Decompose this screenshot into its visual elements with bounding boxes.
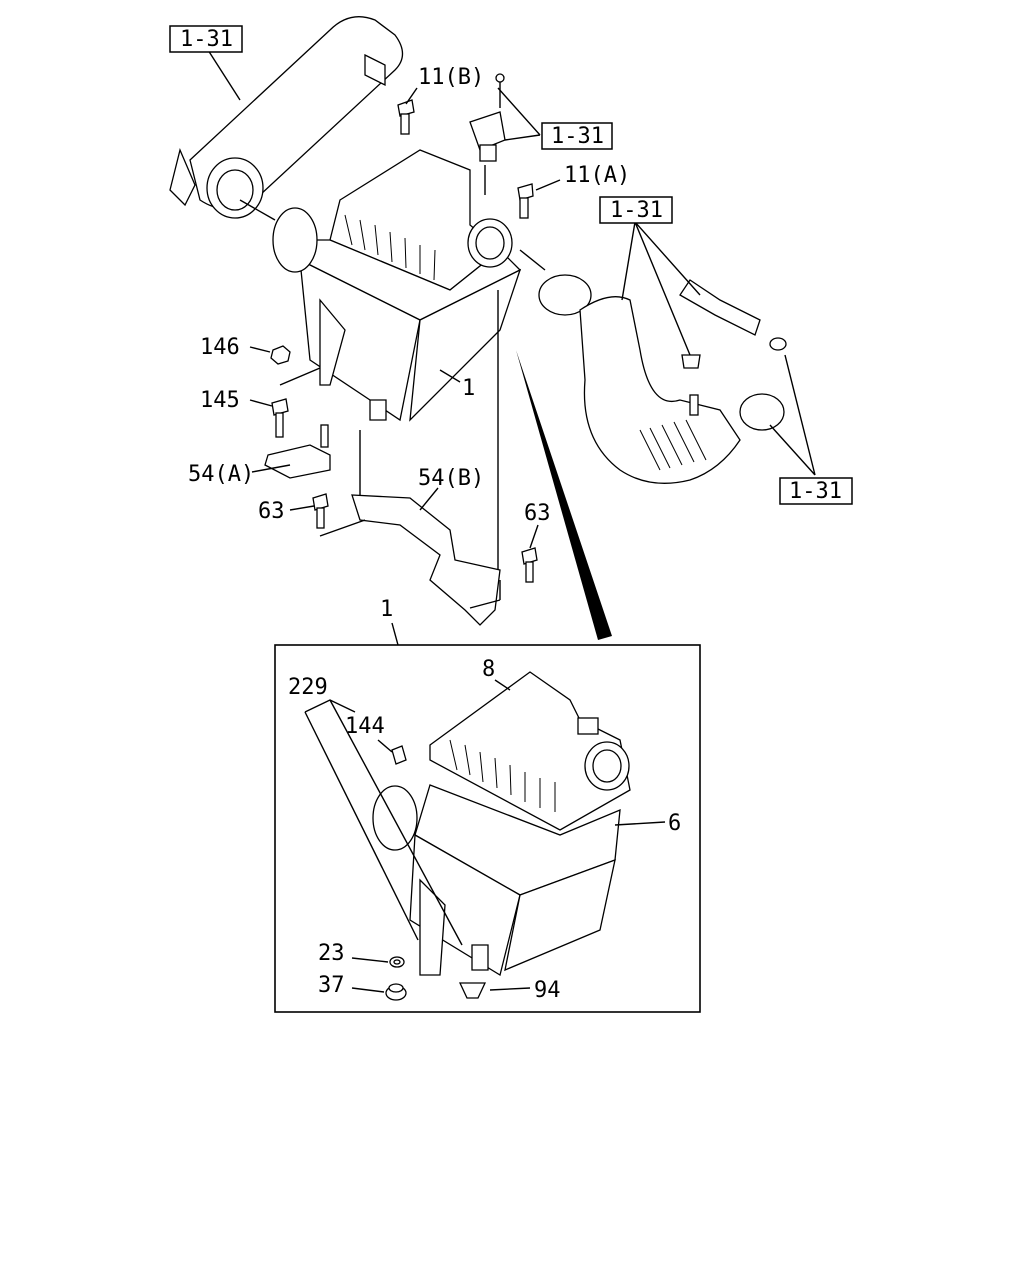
nut-146 <box>270 345 291 365</box>
hose-assembly <box>538 274 787 484</box>
leader-lines-upper <box>207 49 816 609</box>
bolt-63a <box>312 493 329 529</box>
ref-box-b <box>541 122 613 150</box>
bolt-145 <box>271 398 289 438</box>
label-8: 8 <box>482 657 495 682</box>
bolt-63b <box>521 547 538 583</box>
label-6: 6 <box>668 811 681 836</box>
valve-94 <box>458 982 487 999</box>
label-94: 94 <box>534 978 561 1003</box>
label-54b: 54(B) <box>418 466 484 491</box>
label-54a: 54(A) <box>188 462 254 487</box>
label-ref-1-31-c: 1-31 <box>610 198 663 223</box>
label-ref-1-31-d: 1-31 <box>789 479 842 504</box>
label-1-upper: 1 <box>462 376 475 401</box>
bracket-54a <box>264 424 331 479</box>
detail-frame <box>274 644 701 1013</box>
label-23: 23 <box>318 941 345 966</box>
bolt-11b <box>397 99 415 135</box>
label-11b: 11(B) <box>418 65 484 90</box>
grommet-37 <box>385 983 407 1001</box>
label-37: 37 <box>318 973 345 998</box>
sensor-assembly <box>469 73 506 195</box>
label-144: 144 <box>345 714 385 739</box>
washer-23 <box>389 956 405 968</box>
label-63-right: 63 <box>524 501 551 526</box>
intake-duct-upper <box>169 16 404 219</box>
label-145: 145 <box>200 388 240 413</box>
label-ref-1-31-b: 1-31 <box>551 124 604 149</box>
ref-box-a <box>169 25 243 53</box>
label-63-left: 63 <box>258 499 285 524</box>
label-146: 146 <box>200 335 240 360</box>
label-229: 229 <box>288 675 328 700</box>
ref-box-d <box>779 477 853 505</box>
ref-box-c <box>599 196 673 224</box>
bracket-54b <box>351 494 501 626</box>
detail-air-cleaner <box>372 671 631 977</box>
label-1-detail: 1 <box>380 597 393 622</box>
clip-144 <box>391 745 407 765</box>
label-ref-1-31-a: 1-31 <box>180 27 233 52</box>
leader-lines-detail <box>304 622 666 993</box>
air-cleaner-body <box>272 149 522 422</box>
detail-pointer <box>516 350 612 640</box>
bolt-11a <box>517 183 534 219</box>
label-11a: 11(A) <box>564 163 630 188</box>
